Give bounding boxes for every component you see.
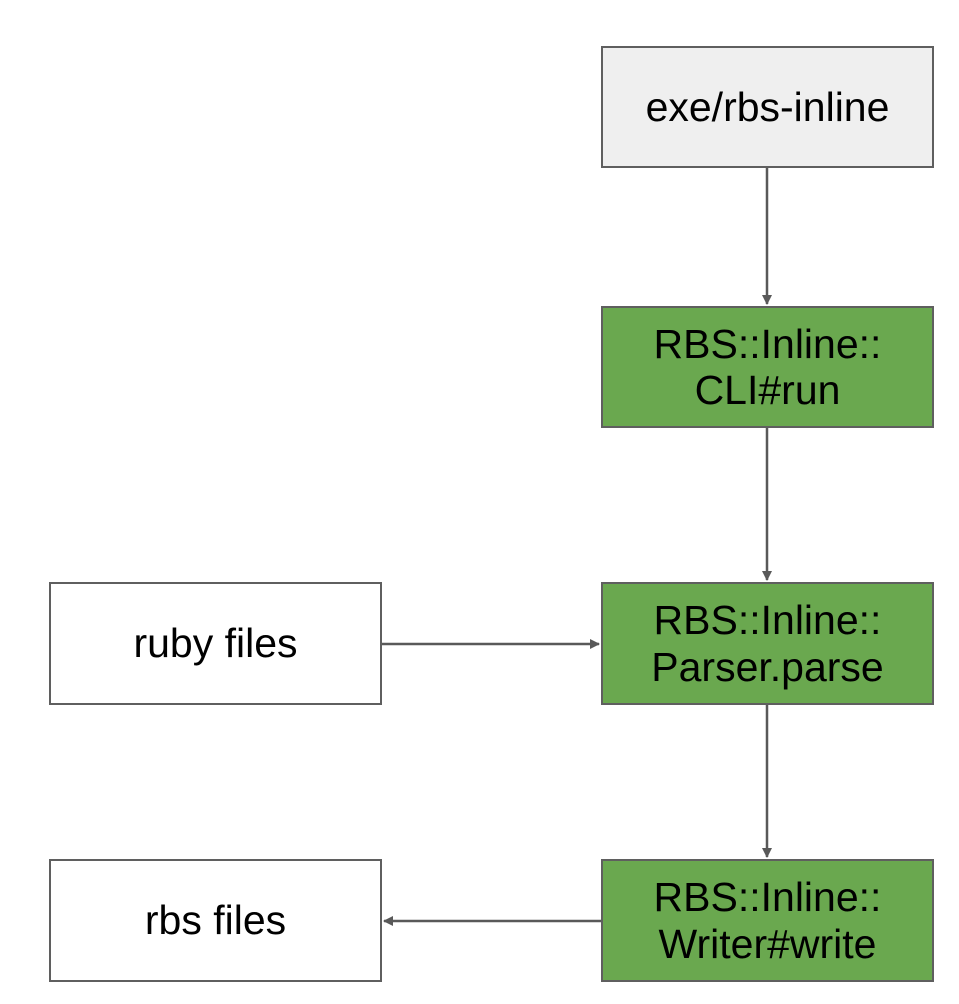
node-cli-label-line2: CLI#run [694, 367, 841, 413]
node-ruby-label: ruby files [133, 620, 298, 667]
node-parser-label-line2: Parser.parse [651, 643, 884, 690]
node-writer-write: RBS::Inline:: Writer#write [601, 859, 934, 982]
node-ruby-files: ruby files [49, 582, 382, 705]
node-exe-rbs-inline: exe/rbs-inline [601, 46, 934, 168]
node-rbs-files: rbs files [49, 859, 382, 982]
node-parser-parse: RBS::Inline:: Parser.parse [601, 582, 934, 705]
node-rbs-label: rbs files [144, 897, 287, 944]
node-cli-label-line1: RBS::Inline:: [653, 320, 882, 367]
node-writer-label-line1: RBS::Inline:: [653, 874, 882, 921]
node-parser-label-line1: RBS::Inline:: [653, 597, 882, 644]
node-writer-label-line2: Writer#write [658, 920, 877, 967]
node-exe-label: exe/rbs-inline [645, 83, 890, 130]
node-cli-run: RBS::Inline:: CLI#run [601, 306, 934, 428]
